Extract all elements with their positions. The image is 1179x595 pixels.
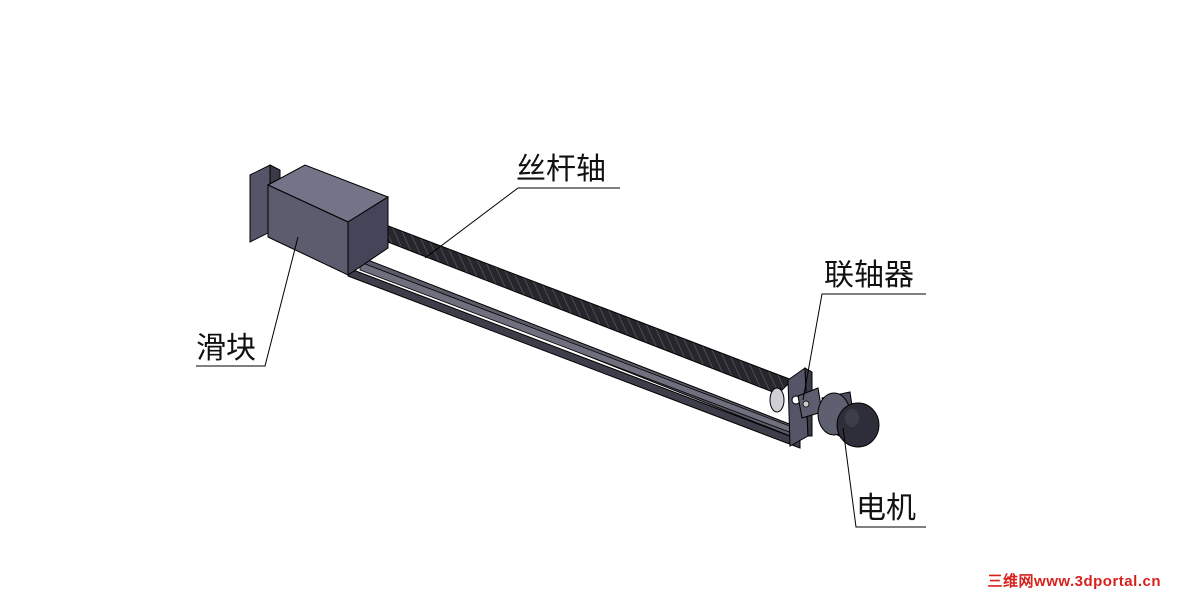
slider-block: [266, 164, 390, 276]
screw-shaft: [360, 221, 793, 413]
watermark: 三维网www.3dportal.cn: [987, 573, 1161, 590]
label-motor: 电机: [856, 491, 916, 526]
base-rail: [343, 254, 811, 449]
leader-motor: [842, 427, 926, 528]
motor: [817, 391, 880, 448]
label-coupling: 联轴器: [824, 258, 914, 293]
leader-lines: [196, 187, 926, 528]
leader-slider: [196, 236, 299, 367]
leader-coupling: [802, 293, 926, 401]
label-slider: 滑块: [196, 331, 256, 366]
label-screw-shaft: 丝杆轴: [516, 152, 606, 187]
leader-screw-shaft: [424, 187, 620, 259]
